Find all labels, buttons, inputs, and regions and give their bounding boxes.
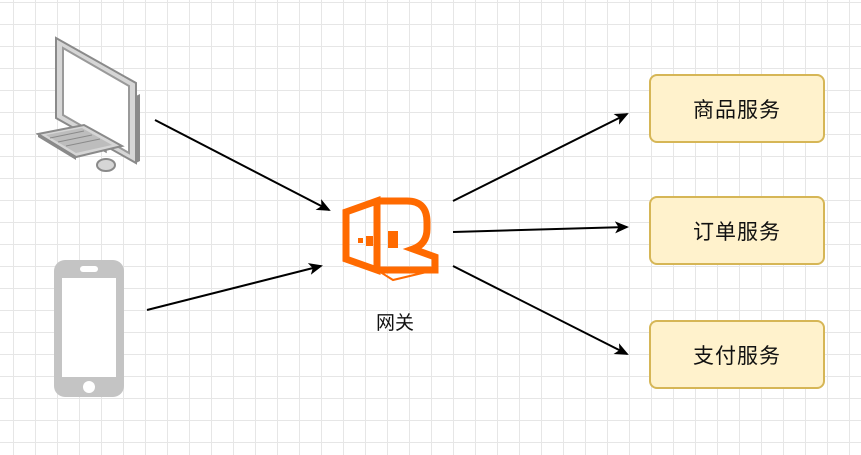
edge-gateway-to-product <box>452 113 629 202</box>
mobile-phone-icon <box>54 260 124 397</box>
desktop-computer-node[interactable] <box>35 36 141 180</box>
service-box-payment[interactable]: 支付服务 <box>649 320 825 389</box>
edge-gateway-to-order <box>452 221 629 234</box>
mobile-phone-node[interactable] <box>52 258 127 404</box>
edge-desktop-to-gateway <box>154 119 331 211</box>
gateway-node[interactable] <box>341 196 441 288</box>
service-box-order[interactable]: 订单服务 <box>649 196 825 265</box>
service-box-product[interactable]: 商品服务 <box>649 74 825 143</box>
edge-phone-to-gateway <box>146 263 323 311</box>
api-gateway-icon <box>342 196 439 282</box>
edge-gateway-to-payment <box>452 265 629 355</box>
gateway-label: 网关 <box>375 312 414 334</box>
desktop-computer-icon <box>35 36 140 172</box>
